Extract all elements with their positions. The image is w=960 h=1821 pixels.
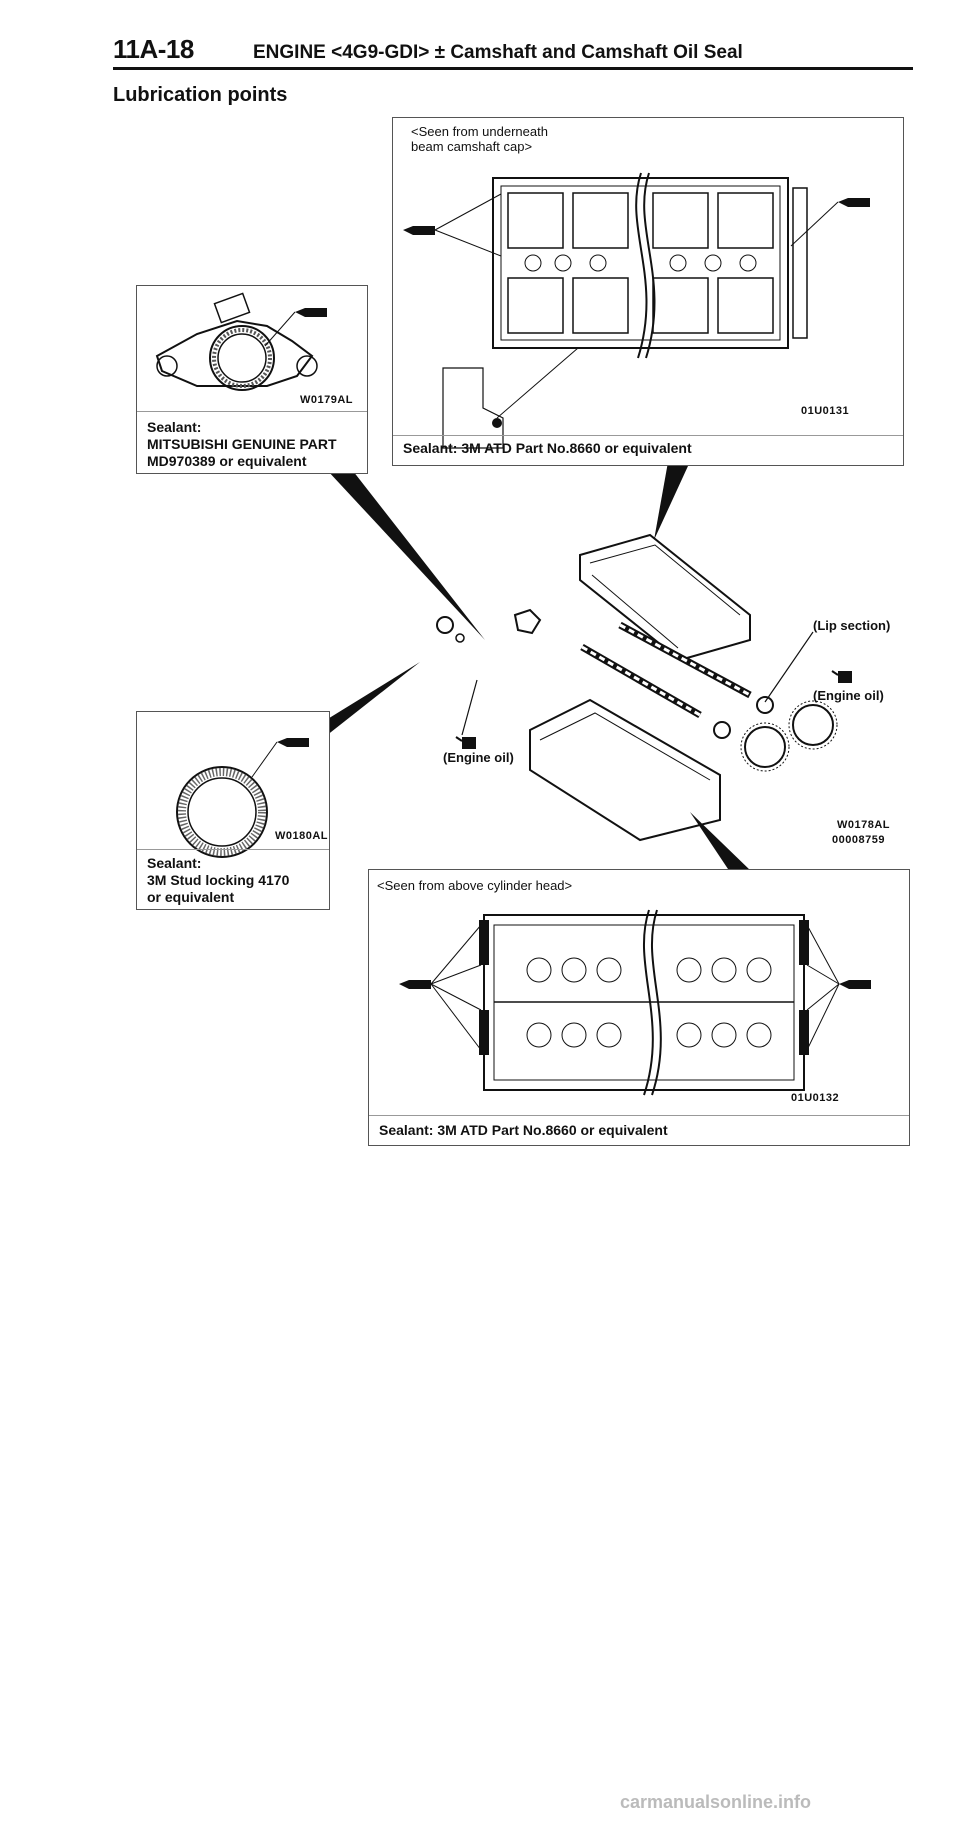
- view-note: <Seen from underneath beam camshaft cap>: [411, 124, 548, 154]
- oil-can-icon: [831, 670, 852, 683]
- caption-divider: [137, 411, 367, 412]
- cylinder-head-illustration: [399, 909, 871, 1096]
- sealant-caption: Sealant: 3M ATD Part No.8660 or equivale…: [379, 1122, 668, 1138]
- panel-cylinder-head: <Seen from above cylinder head> 01U0132 …: [368, 869, 910, 1146]
- caption-divider: [369, 1115, 909, 1116]
- document-number: 00008759: [832, 834, 885, 846]
- watermark: carmanualsonline.info: [620, 1792, 812, 1812]
- figure-code: 01U0131: [801, 405, 850, 417]
- leader-line: [764, 631, 814, 703]
- sealant-tube-icon: [839, 980, 871, 989]
- header-rule: [113, 67, 913, 70]
- callout-engine-oil: (Engine oil): [443, 750, 514, 765]
- page-number: 11A-18: [113, 34, 194, 64]
- sealant-tube-icon: [295, 308, 327, 317]
- sealant-tube-icon: [399, 980, 431, 989]
- figure-code: 01U0132: [791, 1092, 840, 1104]
- view-note: <Seen from above cylinder head>: [377, 878, 573, 893]
- sealant-tube-icon: [403, 226, 435, 235]
- wedge-pointer: [690, 812, 752, 872]
- sealant-caption: Sealant: MITSUBISHI GENUINE PART MD97038…: [147, 419, 337, 469]
- wedge-pointer: [327, 462, 485, 640]
- sealant-caption: Sealant: 3M ATD Part No.8660 or equivale…: [403, 440, 692, 456]
- panel-oil-seal: W0180AL Sealant: 3M Stud locking 4170 or…: [136, 711, 330, 910]
- sealant-tube-icon: [277, 738, 309, 747]
- panel-camshaft-cap: <Seen from underneath beam camshaft cap>…: [392, 117, 904, 466]
- caption-divider: [137, 849, 329, 850]
- panel-sprocket-seal: W0179AL Sealant: MITSUBISHI GENUINE PART…: [136, 285, 368, 474]
- leader-line: [461, 679, 478, 736]
- section-heading: Lubrication points: [113, 84, 288, 106]
- caption-divider: [393, 435, 903, 436]
- callout-engine-oil: (Engine oil): [813, 688, 884, 703]
- figure-code: W0178AL: [837, 819, 891, 831]
- wedge-pointer: [654, 462, 688, 540]
- wedge-pointer: [326, 662, 420, 736]
- page-title: ENGINE <4G9-GDI> ± Camshaft and Camshaft…: [253, 42, 743, 63]
- exploded-camshaft-illustration: [436, 533, 852, 842]
- oil-seal-illustration: [176, 738, 309, 858]
- figure-code: W0180AL: [275, 830, 329, 842]
- callout-lip-section: (Lip section): [813, 618, 891, 633]
- sealant-caption: Sealant: 3M Stud locking 4170 or equival…: [147, 855, 290, 905]
- oil-can-icon: [455, 736, 476, 749]
- camshaft-cap-illustration: [403, 172, 870, 449]
- sprocket-seal-illustration: [155, 292, 327, 391]
- page-header: 11A-18 ENGINE <4G9-GDI> ± Camshaft and C…: [113, 32, 913, 72]
- sealant-tube-icon: [838, 198, 870, 207]
- figure-code: W0179AL: [300, 394, 354, 406]
